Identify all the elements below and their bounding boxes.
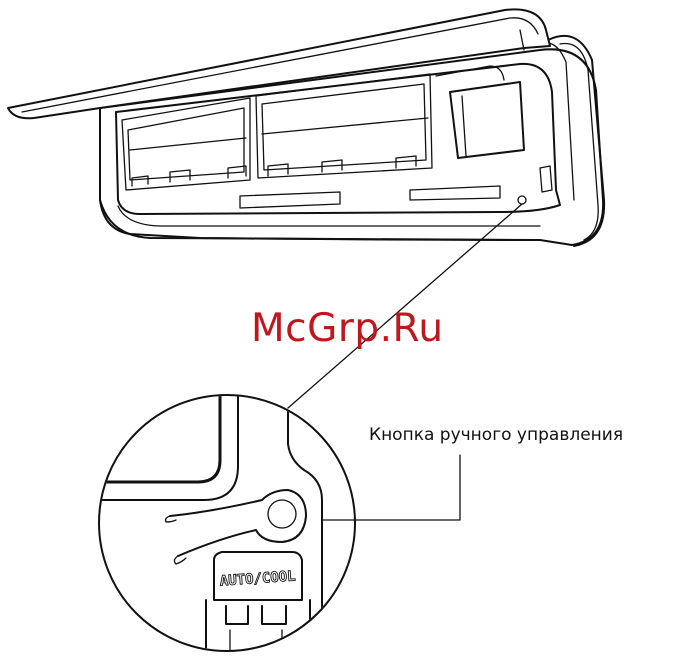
auto-cool-button: AUTO/COOL	[219, 568, 296, 589]
callout-line	[322, 455, 460, 520]
manual-control-button-label: Кнопка ручного управления	[369, 425, 623, 445]
zoom-detail: AUTO/COOL	[90, 390, 355, 660]
watermark: McGrp.Ru	[251, 306, 444, 351]
